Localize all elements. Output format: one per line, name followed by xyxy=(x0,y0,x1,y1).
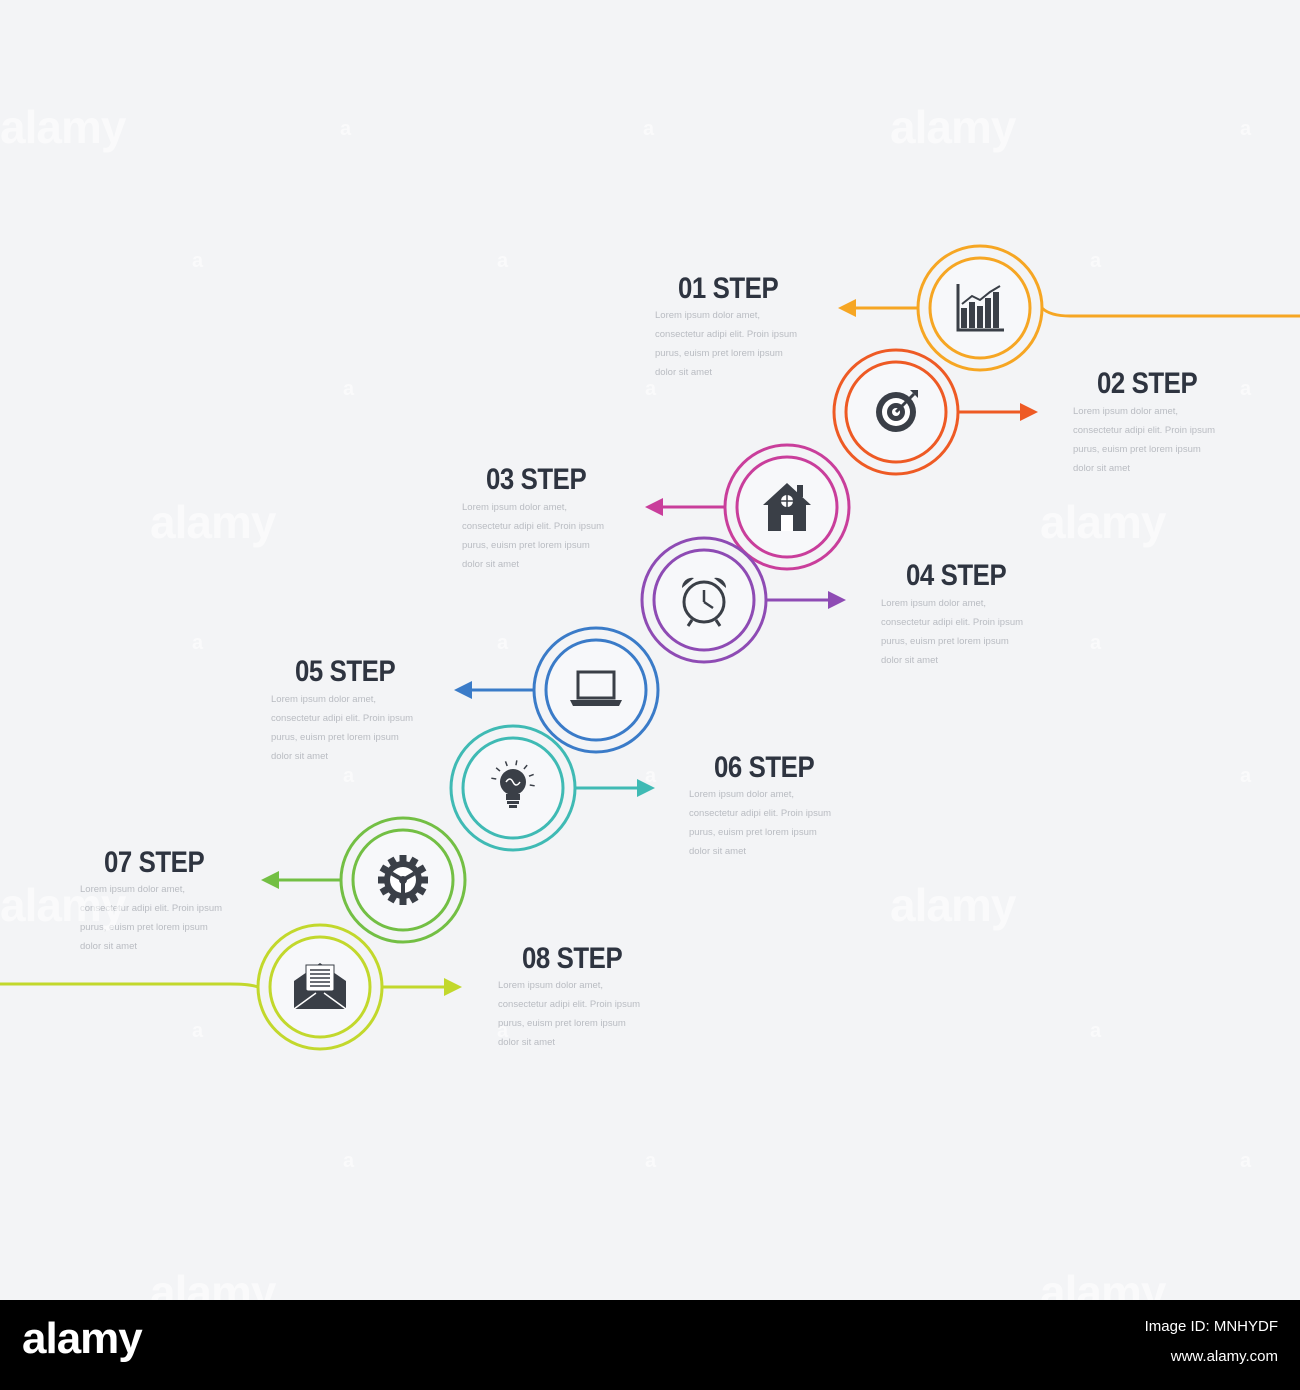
step-6-title: 06 STEP xyxy=(714,751,815,784)
step-8-description: Lorem ipsum dolor amet, consectetur adip… xyxy=(498,980,641,1048)
step-8-arrow xyxy=(382,978,462,996)
footer-logo: alamy xyxy=(22,1314,143,1363)
footer-image-id: Image ID: MNHYDF xyxy=(1144,1318,1278,1335)
laptop-icon xyxy=(570,670,622,706)
step-4-title: 04 STEP xyxy=(906,559,1007,592)
step-7-arrow xyxy=(261,871,341,889)
alarm-clock-icon xyxy=(681,577,727,627)
step-2-title: 02 STEP xyxy=(1097,367,1198,400)
step-8-title: 08 STEP xyxy=(522,942,623,975)
step-2-arrow xyxy=(958,403,1038,421)
house-icon xyxy=(763,483,811,531)
step-3-description: Lorem ipsum dolor amet, consectetur adip… xyxy=(462,502,605,570)
step-4-description: Lorem ipsum dolor amet, consectetur adip… xyxy=(881,598,1024,666)
step-5-title: 05 STEP xyxy=(295,655,396,688)
lead-out-line xyxy=(0,982,259,989)
footer-site-url: www.alamy.com xyxy=(1170,1348,1278,1365)
step-6-description: Lorem ipsum dolor amet, consectetur adip… xyxy=(689,789,832,857)
step-3-title: 03 STEP xyxy=(486,463,587,496)
gear-icon xyxy=(378,855,428,905)
footer-bar: alamy Image ID: MNHYDF www.alamy.com xyxy=(0,1300,1300,1390)
step-5-arrow xyxy=(454,681,534,699)
bar-chart-icon xyxy=(956,284,1004,332)
envelope-icon xyxy=(293,963,347,1010)
step-2-description: Lorem ipsum dolor amet, consectetur adip… xyxy=(1073,406,1216,474)
step-7-title: 07 STEP xyxy=(104,846,205,879)
step-1-title: 01 STEP xyxy=(678,272,779,305)
step-5-ring xyxy=(532,626,660,754)
step-3-arrow xyxy=(645,498,725,516)
lead-in-line xyxy=(1040,306,1300,318)
step-1-arrow xyxy=(838,299,918,317)
lightbulb-icon xyxy=(491,760,535,808)
target-icon xyxy=(876,390,918,432)
step-1-description: Lorem ipsum dolor amet, consectetur adip… xyxy=(655,310,798,378)
step-diagram xyxy=(0,244,1300,1051)
step-4-arrow xyxy=(766,591,846,609)
step-6-arrow xyxy=(575,779,655,797)
step-5-description: Lorem ipsum dolor amet, consectetur adip… xyxy=(271,694,414,762)
step-7-description: Lorem ipsum dolor amet, consectetur adip… xyxy=(80,884,223,952)
